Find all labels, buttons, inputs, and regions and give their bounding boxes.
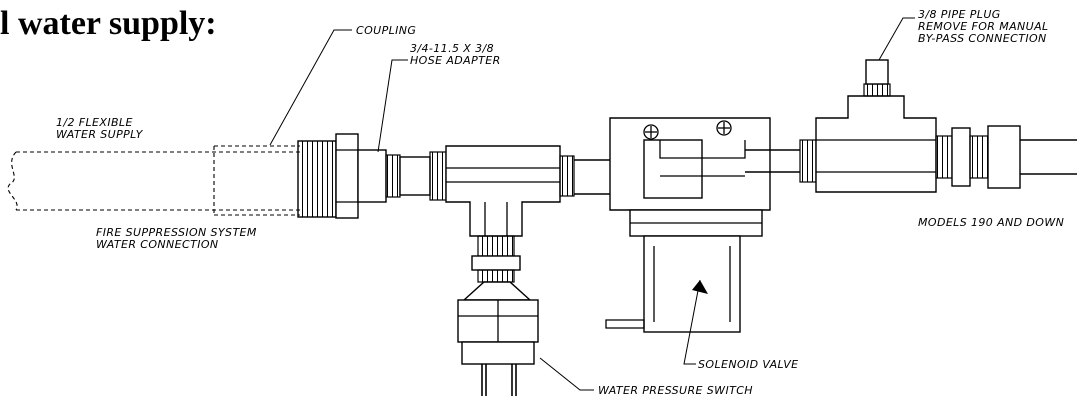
- page-heading: l water supply:: [0, 5, 217, 42]
- label-pressure-switch: WATER PRESSURE SWITCH: [598, 384, 753, 397]
- label-flexible-line2: WATER SUPPLY: [56, 128, 144, 141]
- label-pipe-plug-line1: 3/8 PIPE PLUG: [918, 8, 1001, 21]
- water-pressure-switch: [457, 281, 539, 396]
- hose-adapter: [297, 133, 447, 219]
- label-solenoid: SOLENOID VALVE: [698, 358, 799, 371]
- label-flexible-line1: 1/2 FLEXIBLE: [56, 116, 133, 129]
- solenoid-arrow: [692, 280, 708, 294]
- label-coupling: COUPLING: [356, 24, 416, 37]
- label-fire-line2: WATER CONNECTION: [96, 238, 219, 251]
- flexible-hose: [7, 145, 300, 216]
- tee-fitting-left: [445, 145, 575, 283]
- leader-lines: [269, 17, 915, 391]
- annotations: COUPLING 3/4-11.5 X 3/8 HOSE ADAPTER 1/2…: [56, 8, 1064, 397]
- solenoid-valve: [605, 117, 800, 333]
- tee-fitting-right: [799, 59, 1077, 193]
- label-hose-adapter-line1: 3/4-11.5 X 3/8: [410, 42, 494, 55]
- label-hose-adapter-line2: HOSE ADAPTER: [410, 54, 501, 67]
- label-fire-line1: FIRE SUPPRESSION SYSTEM: [96, 226, 257, 239]
- label-models: MODELS 190 AND DOWN: [918, 216, 1064, 229]
- label-pipe-plug-line3: BY-PASS CONNECTION: [918, 32, 1047, 45]
- label-pipe-plug-line2: REMOVE FOR MANUAL: [918, 20, 1049, 33]
